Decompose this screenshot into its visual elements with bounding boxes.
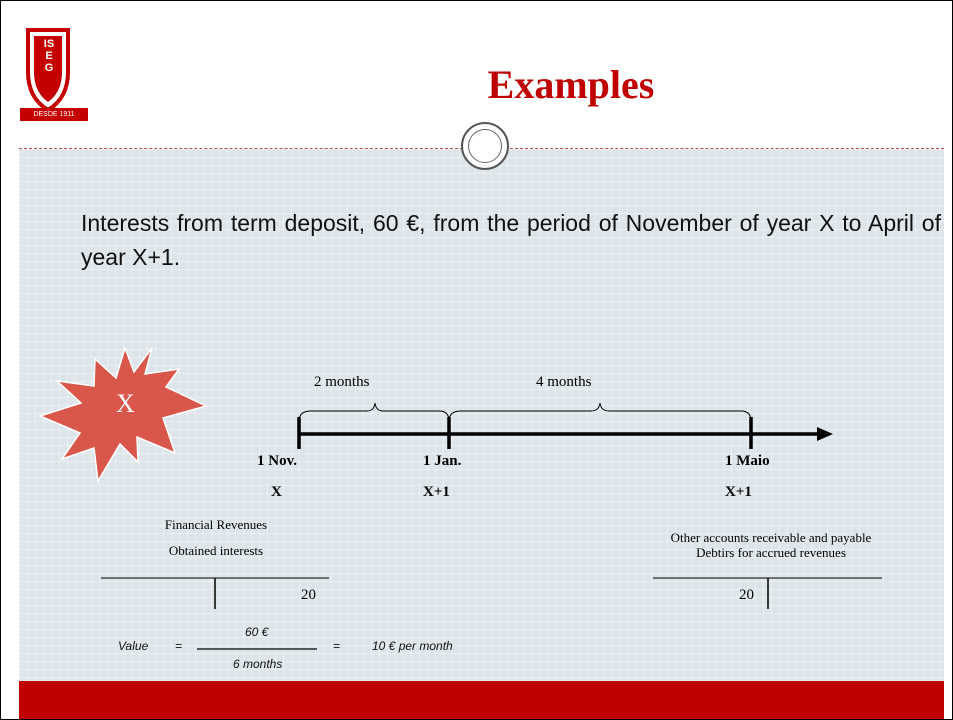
timeline-year-jan: X+1 xyxy=(423,484,450,500)
brace-2-months xyxy=(298,402,450,422)
logo-letters: ISEG xyxy=(43,38,55,74)
right-account-line2: Debtirs for accrued revenues xyxy=(696,545,846,560)
starburst-label: X xyxy=(116,389,135,418)
formula-label: Value xyxy=(118,639,149,653)
left-account-line2: Obtained interests xyxy=(168,543,264,558)
logo-year-banner: DESDE 1911 xyxy=(20,108,88,121)
formula-result: 10 € per month xyxy=(372,639,453,653)
right-account-line1: Other accounts receivable and payable xyxy=(670,530,872,545)
left-account-credit-value: 20 xyxy=(301,587,316,603)
right-account-debit-value: 20 xyxy=(739,587,754,603)
brace-left-label: 2 months xyxy=(314,374,370,390)
timeline-date-nov: 1 Nov. xyxy=(257,453,298,469)
timeline-date-may: 1 Maio xyxy=(725,453,770,469)
formula-equals-2: = xyxy=(333,639,341,653)
timeline-date-jan: 1 Jan. xyxy=(423,453,462,469)
divider-circle-ornament xyxy=(461,122,509,170)
timeline-year-may: X+1 xyxy=(725,484,752,500)
brace-right-label: 4 months xyxy=(536,374,592,390)
formula-denominator: 6 months xyxy=(233,657,283,671)
formula-equals-1: = xyxy=(175,639,183,653)
left-account-line1: Financial Revenues xyxy=(164,517,268,532)
body-paragraph: Interests from term deposit, 60 €, from … xyxy=(81,210,941,270)
formula-numerator: 60 € xyxy=(245,625,269,639)
slide-title: Examples xyxy=(487,62,655,107)
starburst-shape xyxy=(37,345,209,484)
timeline-year-nov: X xyxy=(271,484,282,500)
footer-bar xyxy=(19,681,944,719)
timeline-arrowhead xyxy=(817,427,833,441)
brace-4-months xyxy=(448,402,752,422)
